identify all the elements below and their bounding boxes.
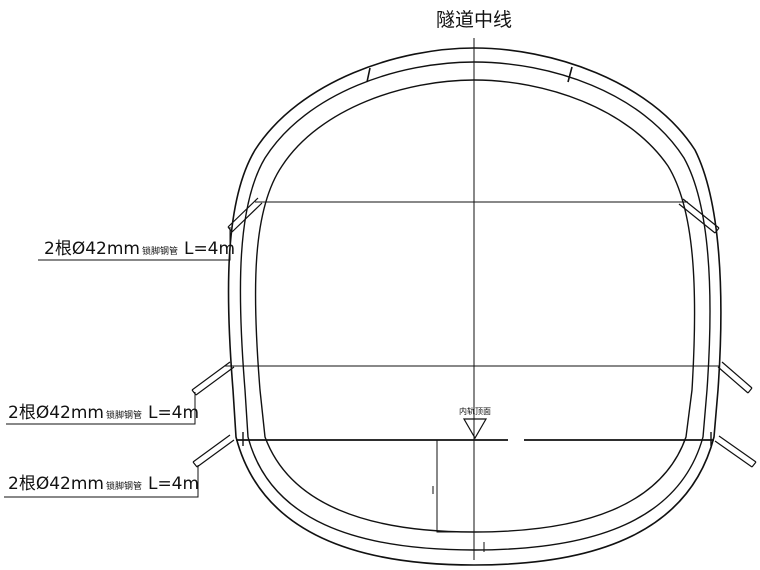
crown-tick-left — [366, 67, 371, 83]
pipe-label-1-prefix: 2根Ø42mm — [44, 239, 140, 259]
level-triangle-icon — [462, 418, 488, 440]
centerline-label: 隧道中线 — [436, 9, 512, 31]
pipe-label-2-small: 锁脚钢管 — [106, 409, 142, 421]
lock-pipe-right-lower — [714, 435, 757, 468]
pipe-label-2-prefix: 2根Ø42mm — [8, 403, 104, 423]
pipe-label-3-leader — [4, 465, 199, 498]
lock-pipe-left-lower — [192, 434, 235, 468]
pipe-label-1-leader — [38, 227, 231, 261]
inner-lining-outline — [254, 79, 696, 533]
lock-pipe-right-upper — [678, 198, 720, 234]
pipe-label-2-leader — [6, 392, 196, 425]
pipe-label-2-length: L=4m — [148, 403, 199, 423]
pipe-label-3-prefix: 2根Ø42mm — [8, 474, 104, 494]
bench-line-gap — [508, 436, 524, 444]
pipe-label-3-length: L=4m — [148, 474, 199, 494]
outer-lining-outline — [227, 47, 722, 566]
crown-tick-right — [567, 66, 573, 83]
lock-pipe-left-middle — [191, 361, 235, 396]
invert-dimension-line — [436, 440, 474, 533]
pipe-label-1-small: 锁脚钢管 — [142, 245, 178, 257]
pipe-label-3-small: 锁脚钢管 — [106, 480, 142, 492]
lock-pipe-right-middle — [717, 361, 753, 394]
level-mark-label: 内轨顶面 — [459, 406, 491, 416]
pipe-label-1-length: L=4m — [184, 239, 235, 259]
